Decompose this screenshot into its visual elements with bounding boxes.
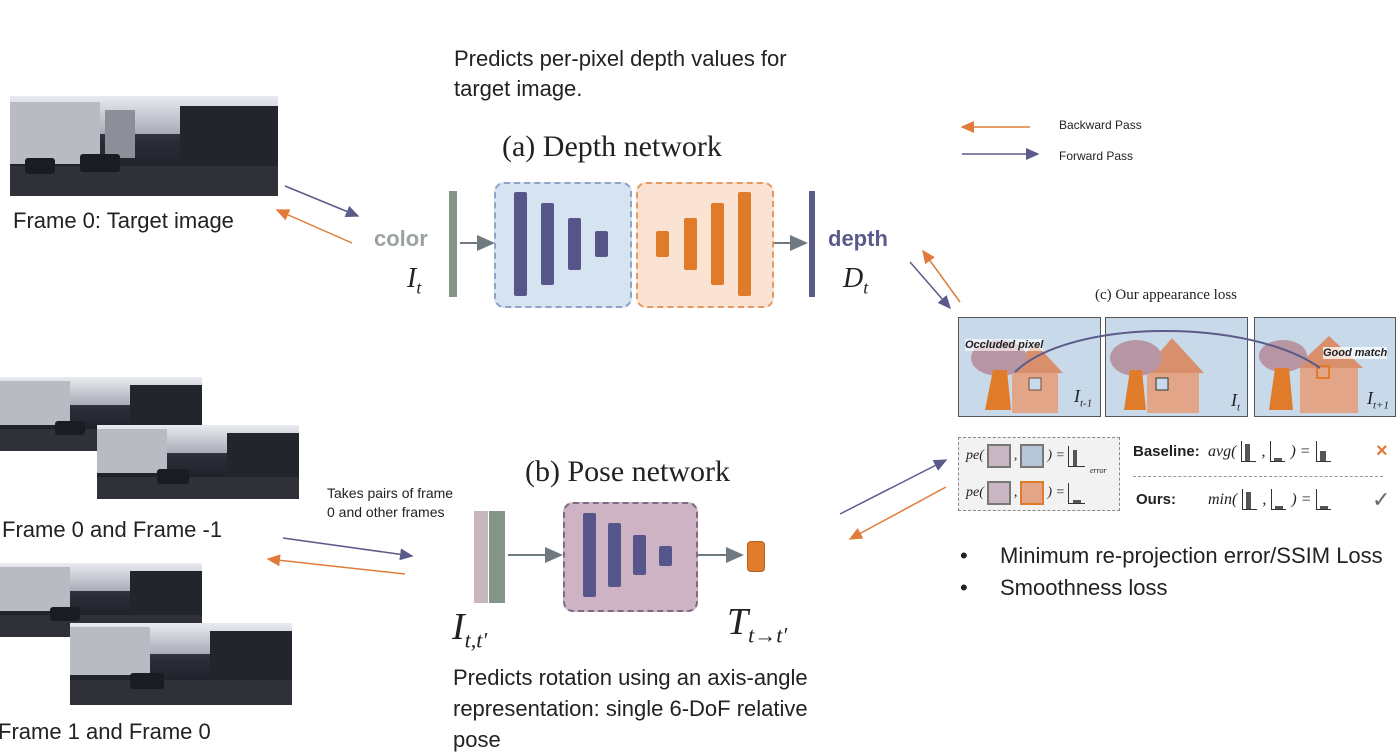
pair-2-label: Frame 1 and Frame 0 xyxy=(0,719,211,744)
occluded-pixel-label: Occluded pixel xyxy=(965,339,1044,351)
patch-icon xyxy=(986,481,1011,505)
good-match-label: Good match xyxy=(1323,347,1388,359)
pose-layer-2 xyxy=(608,523,621,587)
patch-icon xyxy=(986,444,1011,468)
input-image-symbol: It xyxy=(407,263,422,298)
pose-forward-arrow xyxy=(839,459,948,515)
pose-layer-1 xyxy=(583,513,596,597)
baseline-cross-icon: × xyxy=(1376,440,1388,462)
frame-0-image-b xyxy=(70,623,292,705)
input-bar xyxy=(449,191,457,297)
pose-backward-arrow xyxy=(848,486,947,540)
histogram-icon xyxy=(1316,489,1332,510)
depth-symbol: Dt xyxy=(843,263,869,298)
ours-formula: min( , ) = xyxy=(1208,489,1332,510)
decoder-layer-2 xyxy=(684,218,697,270)
decoder-layer-3 xyxy=(711,203,724,285)
decoder-layer-1 xyxy=(656,231,669,257)
encoder-layer-4 xyxy=(595,231,608,257)
pe-row-1: pe( , ) = xyxy=(966,444,1085,468)
depth-network-note: Predicts per-pixel depth values for targ… xyxy=(454,46,787,101)
bullet-smoothness: Smoothness loss xyxy=(958,572,1398,604)
target-frame-image xyxy=(10,96,278,196)
patch-icon xyxy=(1020,481,1045,505)
pose-input-bar-front xyxy=(489,511,505,603)
scene-frame-t-minus-1: It-1 Occluded pixel xyxy=(958,317,1101,417)
depth-network-title: (a) Depth network xyxy=(502,130,722,163)
pose-network-note: Predicts rotation using an axis-angle re… xyxy=(453,665,808,752)
ours-check-icon: ✓ xyxy=(1372,487,1391,512)
pair-1-label: Frame 0 and Frame -1 xyxy=(2,517,223,542)
scene-label-t: It xyxy=(1231,390,1241,414)
loss-divider xyxy=(1133,476,1383,477)
loss-bullet-list: Minimum re-projection error/SSIM Loss Sm… xyxy=(958,540,1398,604)
pose-output-node xyxy=(747,541,765,572)
target-frame-label: Frame 0: Target image xyxy=(13,208,234,233)
baseline-label: Baseline: xyxy=(1133,443,1200,460)
histogram-icon xyxy=(1271,489,1287,510)
error-histogram-icon xyxy=(1068,482,1085,504)
scene-label-t-plus-1: It+1 xyxy=(1367,388,1389,412)
pairs-backward-arrow xyxy=(266,554,406,575)
histogram-icon xyxy=(1315,441,1331,462)
target-backward-arrow xyxy=(275,209,353,244)
pose-input-symbol: It,t′ xyxy=(452,606,488,653)
scene-t-drawing xyxy=(1110,338,1204,413)
scene-frame-t: It xyxy=(1105,317,1248,417)
encoder-layer-2 xyxy=(541,203,554,285)
pose-input-bar-back xyxy=(474,511,488,603)
pe-row-2: pe( , ) = xyxy=(966,481,1085,505)
pairs-note: Takes pairs of frame 0 and other frames xyxy=(327,485,454,520)
depth-forward-arrow xyxy=(909,261,951,310)
ours-label: Ours: xyxy=(1136,491,1177,508)
scene-label-t-minus-1: It-1 xyxy=(1074,386,1093,410)
depth-backward-arrow xyxy=(922,249,961,303)
pose-layer-3 xyxy=(633,535,646,575)
pose-network-title: (b) Pose network xyxy=(525,455,730,488)
scene-frame-t-plus-1: It+1 Good match xyxy=(1254,317,1396,417)
histogram-icon xyxy=(1241,441,1257,462)
pairs-forward-arrow xyxy=(282,537,414,561)
histogram-icon xyxy=(1242,489,1258,510)
error-axis-label: error xyxy=(1090,466,1107,475)
patch-icon xyxy=(1020,444,1045,468)
decoder-layer-4 xyxy=(738,192,751,296)
depth-label: depth xyxy=(828,226,888,251)
output-bar xyxy=(809,191,815,297)
legend-backward-label: Backward Pass xyxy=(1059,118,1142,132)
pose-output-symbol: Tt→t′ xyxy=(727,601,788,648)
histogram-icon xyxy=(1270,441,1286,462)
baseline-formula: avg( , ) = xyxy=(1208,441,1331,462)
encoder-layer-1 xyxy=(514,192,527,296)
error-histogram-icon xyxy=(1068,445,1085,467)
frame-minus-1-image xyxy=(97,425,299,499)
legend-forward-label: Forward Pass xyxy=(1059,149,1134,163)
color-label: color xyxy=(374,226,428,251)
pose-layer-4 xyxy=(659,546,672,566)
appearance-loss-title: (c) Our appearance loss xyxy=(1095,287,1238,303)
encoder-layer-3 xyxy=(568,218,581,270)
bullet-reprojection: Minimum re-projection error/SSIM Loss xyxy=(958,540,1398,572)
target-forward-arrow xyxy=(284,185,360,217)
